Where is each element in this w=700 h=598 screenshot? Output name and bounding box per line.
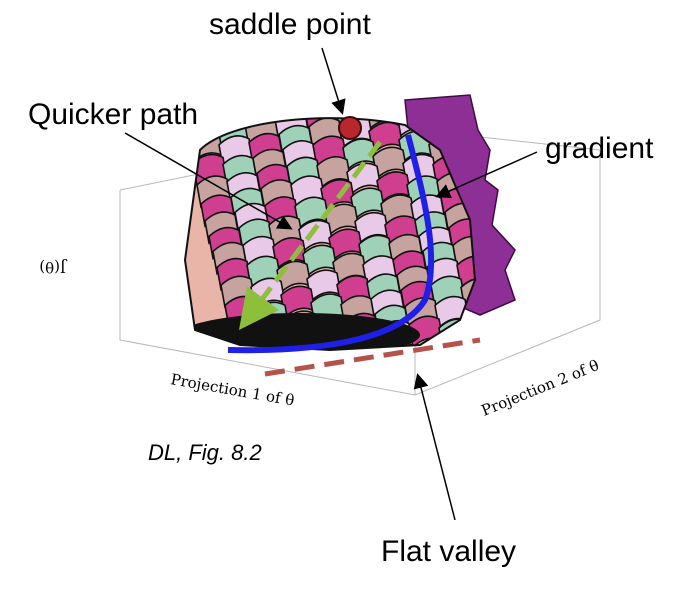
quicker-callout-arrow — [124, 132, 293, 230]
x-axis-label: Projection 1 of θ — [169, 370, 295, 409]
z-axis-label: J(θ) — [39, 258, 68, 276]
gradient-callout-arrow — [435, 151, 538, 198]
saddle-point-marker — [338, 116, 362, 140]
y-axis-label: Projection 2 of θ — [479, 356, 602, 420]
gradient-label: gradient — [545, 132, 654, 165]
saddle-point-label: saddle point — [209, 8, 371, 41]
saddle-callout-arrow — [321, 47, 346, 115]
flat-valley-label: Flat valley — [381, 535, 517, 568]
gradient-path — [227, 134, 435, 354]
flat-valley-line — [264, 337, 481, 377]
quicker-path-label: Quicker path — [28, 98, 199, 131]
surface-patch — [499, 335, 533, 366]
flat-valley-callout-arrow — [413, 373, 456, 521]
surface-patch — [495, 311, 529, 342]
surface-outline — [183, 117, 477, 352]
figure-citation: DL, Fig. 8.2 — [148, 440, 262, 465]
quicker-path-arrow — [239, 140, 382, 330]
